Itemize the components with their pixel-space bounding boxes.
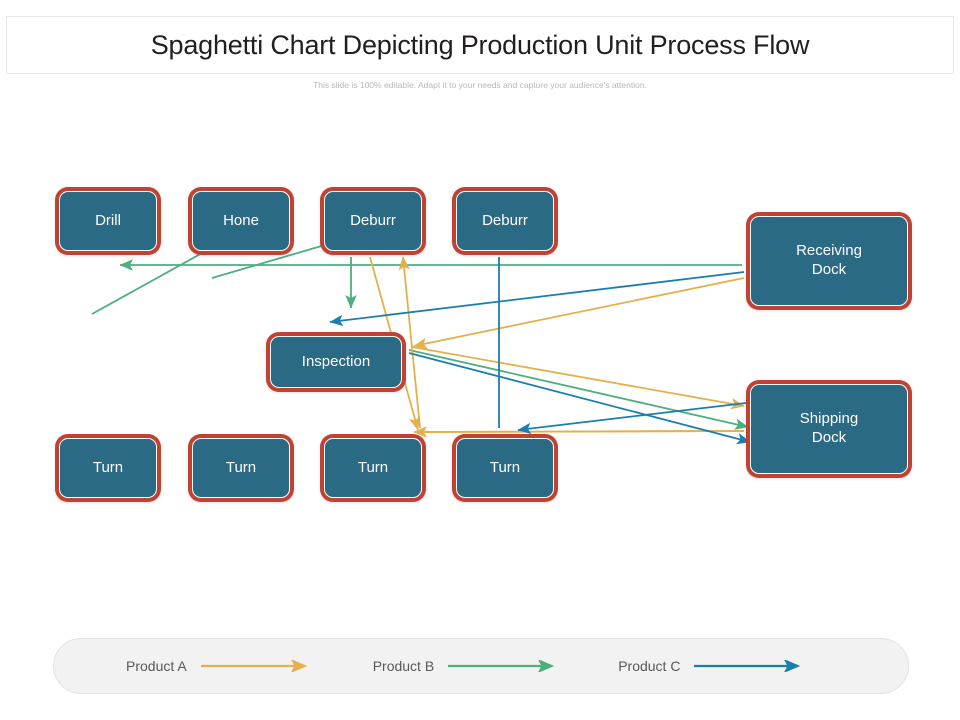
node-turn-1-label: Turn	[92, 458, 124, 476]
flow-c-receiving-to-inspection	[329, 271, 745, 327]
node-turn-3-inner: Turn	[324, 438, 422, 498]
legend-arrow-product-c-icon	[694, 660, 801, 672]
node-deburr-1[interactable]: Deburr	[320, 187, 426, 255]
node-shipping-dock[interactable]: Shipping Dock	[746, 380, 912, 478]
flow-b-inspection-to-shipping	[408, 349, 749, 430]
node-turn-4-inner: Turn	[456, 438, 554, 498]
node-turn-2-inner: Turn	[192, 438, 290, 498]
title-bar: Spaghetti Chart Depicting Production Uni…	[6, 16, 954, 74]
node-receiving-dock-label: Receiving Dock	[796, 242, 862, 278]
node-turn-3[interactable]: Turn	[320, 434, 426, 502]
node-inspection-inner: Inspection	[270, 336, 402, 388]
flow-arrow-layer	[91, 238, 751, 445]
node-turn-4[interactable]: Turn	[452, 434, 558, 502]
legend-item-product-b[interactable]: Product B	[373, 658, 564, 674]
legend-item-product-b-label: Product B	[372, 658, 435, 674]
node-deburr-1-label: Deburr	[350, 211, 396, 229]
node-turn-3-label: Turn	[357, 458, 389, 476]
legend-arrow-product-a-icon	[200, 660, 307, 672]
node-deburr-2-inner: Deburr	[456, 191, 554, 251]
node-deburr-1-inner: Deburr	[324, 191, 422, 251]
node-shipping-dock-label: Shipping Dock	[799, 410, 859, 446]
node-hone-inner: Hone	[192, 191, 290, 251]
flow-a-shipping-to-turn-tail	[413, 426, 745, 438]
page-title: Spaghetti Chart Depicting Production Uni…	[150, 29, 810, 60]
node-deburr-2[interactable]: Deburr	[452, 187, 558, 255]
flow-a-inspection-to-shipping	[411, 346, 745, 410]
legend-item-product-c-label: Product C	[618, 658, 681, 674]
node-receiving-dock-inner: Receiving Dock	[750, 216, 908, 306]
node-turn-2-label: Turn	[225, 458, 257, 476]
node-inspection[interactable]: Inspection	[266, 332, 406, 392]
node-receiving-dock[interactable]: Receiving Dock	[746, 212, 912, 310]
node-hone-label: Hone	[223, 211, 259, 229]
legend-arrow-product-b-icon	[448, 660, 555, 672]
diagram-stage: Drill Hone Deburr Deburr Receiving Dock	[0, 100, 960, 694]
node-drill-label: Drill	[95, 211, 121, 229]
slide-subtitle: This slide is 100% editable. Adapt it to…	[313, 80, 647, 90]
legend-item-product-a-label: Product A	[126, 658, 187, 674]
node-turn-2[interactable]: Turn	[188, 434, 294, 502]
node-hone[interactable]: Hone	[188, 187, 294, 255]
flow-a-turn3-to-deburr1	[398, 256, 421, 429]
node-deburr-2-label: Deburr	[482, 211, 528, 229]
legend-item-product-c[interactable]: Product C	[618, 658, 810, 674]
node-shipping-dock-inner: Shipping Dock	[750, 384, 908, 474]
flow-a-receiving-to-inspection	[413, 277, 745, 350]
flow-c-shipping-to-turn4	[517, 402, 747, 435]
flow-c-inspection-to-shipping	[408, 352, 751, 445]
legend-item-product-a[interactable]: Product A	[126, 658, 317, 674]
node-turn-1-inner: Turn	[59, 438, 157, 498]
node-turn-4-label: Turn	[489, 458, 521, 476]
legend-panel: Product A Product B	[53, 638, 909, 694]
node-turn-1[interactable]: Turn	[55, 434, 161, 502]
node-drill-inner: Drill	[59, 191, 157, 251]
node-drill[interactable]: Drill	[55, 187, 161, 255]
node-inspection-label: Inspection	[301, 352, 371, 370]
